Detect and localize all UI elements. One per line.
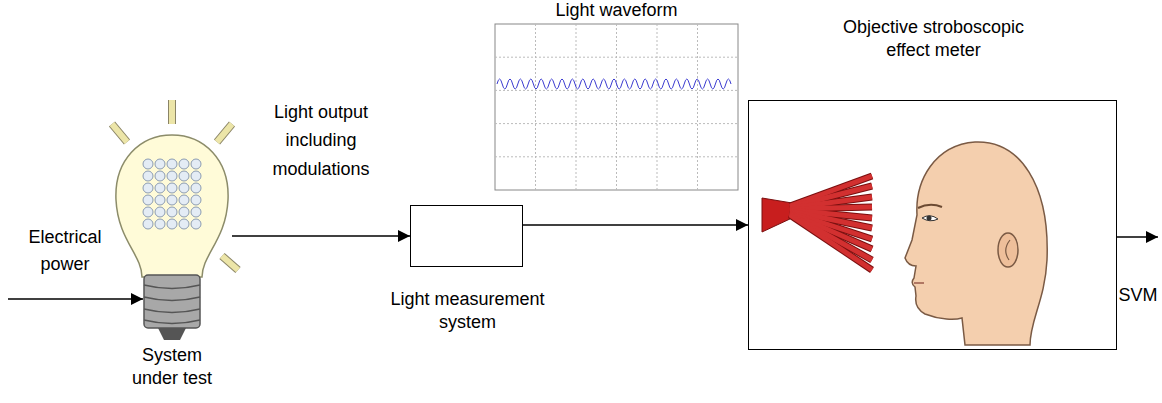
node-label: System under test bbox=[122, 344, 222, 389]
head-profile bbox=[905, 142, 1047, 345]
chart-title: Light waveform bbox=[495, 0, 738, 22]
mouth bbox=[914, 282, 924, 284]
text-block: Light measurement system bbox=[380, 288, 555, 333]
bulb-node: System under test bbox=[112, 112, 232, 344]
measurement-box: Light measurement system bbox=[410, 205, 523, 267]
output-label: SVM bbox=[1116, 285, 1160, 307]
fan-hub bbox=[762, 198, 792, 232]
chart-grid bbox=[495, 24, 738, 190]
meter-box: Objective stroboscopic effect meter bbox=[748, 100, 1117, 350]
bulb-glass bbox=[116, 135, 228, 277]
output-arrow bbox=[1117, 236, 1158, 238]
input-label: Electrical power bbox=[10, 224, 120, 278]
text-block: Objective stroboscopic effect meter bbox=[824, 16, 1044, 61]
edge-label: Light output including modulations bbox=[251, 98, 391, 184]
bulb-base bbox=[144, 275, 200, 328]
signal-arrow bbox=[232, 235, 410, 237]
chart-frame bbox=[495, 24, 738, 190]
signal-arrow bbox=[523, 224, 748, 226]
eye bbox=[922, 216, 938, 221]
base-tip bbox=[158, 328, 186, 340]
ear bbox=[998, 233, 1018, 267]
power-arrow bbox=[8, 298, 143, 300]
node-label: Objective stroboscopic effect meter bbox=[824, 16, 1044, 61]
base-thread bbox=[144, 285, 200, 324]
pupil bbox=[927, 216, 932, 221]
ear-fold bbox=[1006, 240, 1010, 260]
node-label: Light measurement system bbox=[380, 288, 555, 333]
led-array bbox=[142, 158, 202, 230]
fan-stick-outline bbox=[790, 176, 872, 270]
fan-stick bbox=[790, 176, 872, 270]
eyebrow bbox=[918, 205, 942, 208]
text-block: System under test bbox=[122, 344, 222, 389]
waveform-line bbox=[497, 79, 731, 89]
